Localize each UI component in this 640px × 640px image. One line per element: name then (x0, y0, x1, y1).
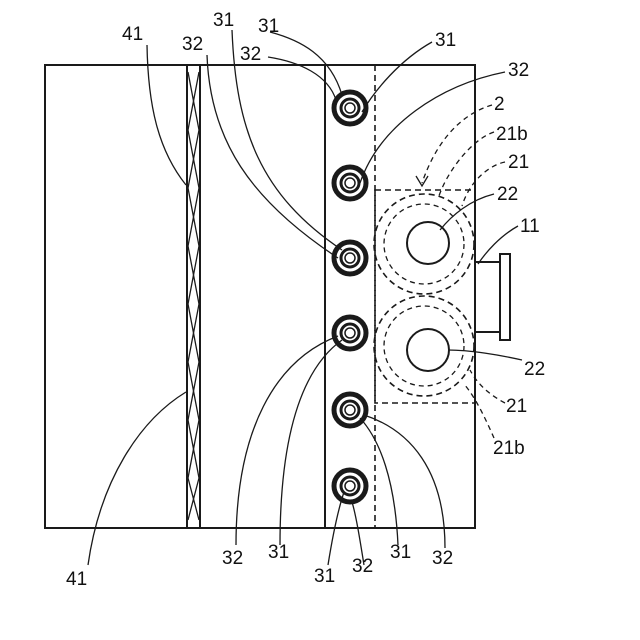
housing-upper-inner (384, 204, 464, 284)
tube-2 (334, 167, 366, 199)
outer-casing (45, 65, 475, 528)
housing-lower (374, 296, 474, 396)
label-21-bottom: 21 (506, 396, 527, 417)
label-21-top: 21 (508, 152, 529, 173)
fan-lower (407, 329, 449, 371)
plate-column (187, 65, 200, 528)
label-32-top-right: 32 (508, 60, 529, 81)
label-11: 11 (520, 216, 540, 237)
tube-3 (334, 242, 366, 274)
port (475, 254, 510, 340)
label-32-top-left: 32 (182, 34, 203, 55)
label-41-top: 41 (122, 24, 143, 45)
label-22-bottom: 22 (524, 359, 545, 380)
label-31-bottom-right: 31 (390, 542, 411, 563)
label-32-top: 32 (240, 44, 261, 65)
label-31-top: 31 (258, 16, 279, 37)
label-32-bottom: 32 (352, 556, 373, 577)
fan-upper (407, 222, 449, 264)
label-31-bottom: 31 (314, 566, 335, 587)
tube-4 (334, 317, 366, 349)
label-41-bottom: 41 (66, 569, 87, 590)
housing-lower-inner (384, 306, 464, 386)
label-2: 2 (494, 94, 505, 115)
tube-5 (334, 394, 366, 426)
label-31-top-left: 31 (213, 10, 234, 31)
leader-lines (88, 30, 522, 565)
label-22-top: 22 (497, 184, 518, 205)
label-32-bottom-right: 32 (432, 548, 453, 569)
tube-6 (334, 470, 366, 502)
housing-upper (374, 194, 474, 294)
tube-1 (334, 92, 366, 124)
label-32-bottom-left: 32 (222, 548, 243, 569)
label-21b-bottom: 21b (493, 438, 525, 459)
label-31-bottom-left: 31 (268, 542, 289, 563)
label-31-top-right: 31 (435, 30, 456, 51)
label-21b-top: 21b (496, 124, 528, 145)
